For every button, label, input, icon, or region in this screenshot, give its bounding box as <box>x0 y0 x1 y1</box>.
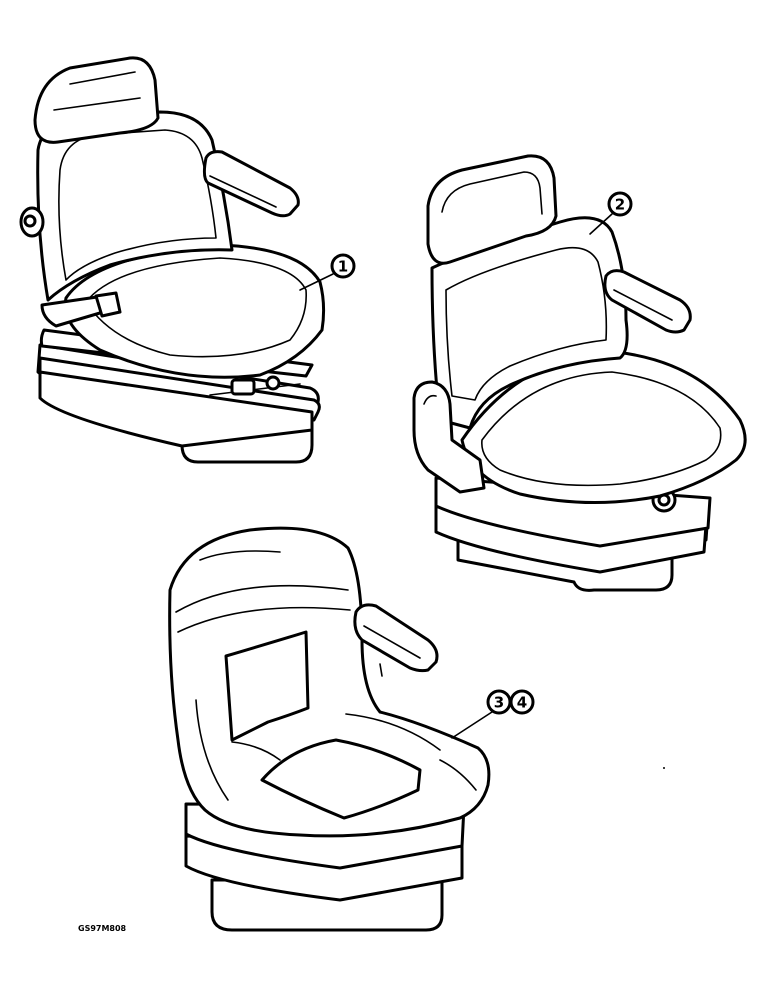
seat-3-4-suspension <box>184 802 466 932</box>
seat-1-headrest <box>33 56 160 144</box>
seat-3-4-armrest <box>353 603 439 673</box>
stray-dot <box>663 767 665 769</box>
seat-2-side-bolster <box>412 380 486 494</box>
callout-1-label: 1 <box>338 258 348 276</box>
callout-3-label: 3 <box>494 694 504 712</box>
callout-1: 1 <box>299 253 356 291</box>
callout-4-circle <box>509 689 535 715</box>
seat-3-4-drawing <box>168 526 491 932</box>
seat-3-4-cushion <box>260 738 422 820</box>
callout-2-label: 2 <box>615 196 625 214</box>
seat-3-4-shell <box>168 526 491 838</box>
seat-1-armrest <box>202 150 300 218</box>
seat-1-backrest <box>36 110 234 302</box>
drawing-code: GS97M808 <box>78 924 127 933</box>
seat-1-drawing <box>19 56 326 464</box>
seat-2-headrest <box>426 154 558 265</box>
callout-2: 2 <box>589 191 633 235</box>
callout-4-label: 4 <box>517 694 527 712</box>
seat-3-4-back-panel <box>224 630 310 742</box>
seat-2-armrest <box>603 269 692 334</box>
callout-3-4: 3 4 <box>451 689 535 739</box>
seat-2-drawing <box>412 154 747 592</box>
